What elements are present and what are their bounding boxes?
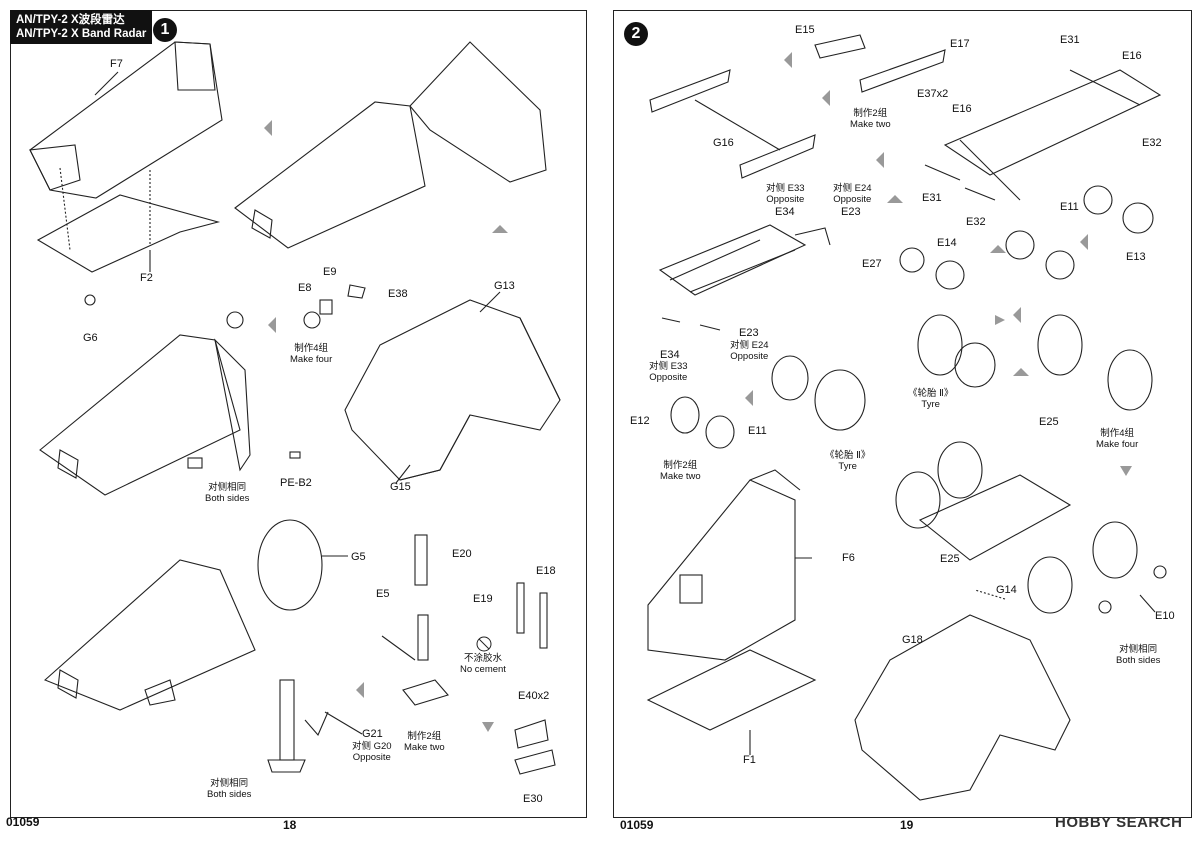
- label-g18: G18: [902, 634, 923, 646]
- label-g14: G14: [996, 584, 1017, 596]
- label-e38: E38: [388, 288, 408, 300]
- chassis-frame-drawing: [658, 224, 807, 296]
- label-f6: F6: [842, 552, 855, 564]
- step-arrows: [264, 120, 508, 732]
- note-e33-opposite: 对侧 E33 Opposite: [766, 183, 805, 205]
- part-g5-dish-drawing: [257, 519, 323, 611]
- label-e32-bottom: E32: [966, 216, 986, 228]
- label-e31-bottom: E31: [922, 192, 942, 204]
- watermark-brand: HOBBY SEARCH: [1055, 814, 1183, 831]
- label-f7: F7: [110, 58, 123, 70]
- label-e13: E13: [1126, 251, 1146, 263]
- label-e11-bottom: E11: [748, 425, 767, 437]
- label-e8: E8: [298, 282, 312, 294]
- footer-left-page-number: 18: [283, 818, 297, 832]
- label-e15: E15: [795, 24, 815, 36]
- note-both-sides-2: 对侧相同 Both sides: [207, 778, 252, 800]
- label-e14: E14: [937, 237, 957, 249]
- radar-with-dish-drawing: [43, 559, 256, 711]
- note-g20-opposite: 对侧 G20 Opposite: [352, 741, 392, 763]
- label-e30: E30: [523, 793, 543, 805]
- label-e34-bottom: E34: [660, 349, 680, 361]
- note-e33-opposite-2: 对侧 E33 Opposite: [649, 361, 688, 383]
- note-tyre-1: 《轮胎 Ⅱ》 Tyre: [908, 388, 954, 410]
- label-e9: E9: [323, 266, 337, 278]
- note-make-two: 制作2组 Make two: [404, 731, 445, 753]
- label-e27: E27: [862, 258, 882, 270]
- part-g21-jack-drawing: [279, 679, 295, 761]
- label-g16: G16: [713, 137, 734, 149]
- right-page: 2: [600, 0, 1200, 843]
- header-title-en: AN/TPY-2 X Band Radar: [16, 28, 147, 40]
- label-g13: G13: [494, 280, 515, 292]
- right-page-frame: [613, 10, 1192, 818]
- label-e10: E10: [1155, 610, 1175, 622]
- header-title-cn: AN/TPY-2 X波段雷达: [16, 14, 125, 26]
- note-both-sides-right: 对侧相同 Both sides: [1116, 644, 1161, 666]
- label-e40x2: E40x2: [518, 690, 550, 702]
- note-make-two-2: 制作2组 Make two: [660, 460, 701, 482]
- note-e24-opposite-2: 对侧 E24 Opposite: [730, 340, 769, 362]
- note-make-four: 制作4组 Make four: [290, 343, 333, 365]
- footer-right-page-number: 19: [900, 818, 914, 832]
- label-e17: E17: [950, 38, 970, 50]
- label-e16-top: E16: [1122, 50, 1142, 62]
- label-e16-mid: E16: [952, 103, 972, 115]
- footer-right-code: 01059: [620, 818, 654, 832]
- label-e5: E5: [376, 588, 390, 600]
- label-g21: G21: [362, 728, 383, 740]
- label-e37x2: E37x2: [917, 88, 949, 100]
- footer-left-code: 01059: [6, 815, 40, 829]
- step-2-badge: 2: [624, 22, 648, 46]
- part-g13-g15-frame-drawing: [344, 299, 561, 481]
- label-e12: E12: [630, 415, 650, 427]
- step2-assembly-drawings: [646, 34, 1167, 801]
- label-e11-top: E11: [1060, 201, 1079, 213]
- label-g15: G15: [390, 481, 411, 493]
- left-page: AN/TPY-2 X波段雷达 AN/TPY-2 X Band Radar 1: [0, 0, 598, 843]
- header-title: AN/TPY-2 X波段雷达 AN/TPY-2 X Band Radar: [10, 10, 153, 44]
- step-1-badge: 1: [153, 18, 177, 42]
- label-g5: G5: [351, 551, 366, 563]
- part-g14-g18-frame-drawing: [854, 614, 1071, 801]
- no-cement-icon: [476, 636, 492, 652]
- label-f2: F2: [140, 272, 153, 284]
- note-no-cement: 不涂胶水 No cement: [460, 653, 506, 675]
- label-e25-bottom: E25: [940, 553, 960, 565]
- note-e24-opposite: 对侧 E24 Opposite: [833, 183, 872, 205]
- label-g6: G6: [83, 332, 98, 344]
- label-e23-bottom: E23: [739, 327, 759, 339]
- label-f1: F1: [743, 754, 756, 766]
- note-make-four-right: 制作4组 Make four: [1096, 428, 1139, 450]
- label-e19: E19: [473, 593, 493, 605]
- chassis-with-wheels-drawing: [918, 474, 1072, 561]
- left-page-frame: [10, 10, 587, 818]
- part-f6-shelter-drawing: [647, 479, 796, 661]
- radar-housing-drawing: [234, 101, 426, 249]
- part-f2-base-drawing: [36, 194, 221, 273]
- label-e25-top: E25: [1039, 416, 1059, 428]
- label-e23-top: E23: [841, 206, 861, 218]
- part-f7-shelter-drawing: [29, 41, 223, 199]
- label-e20: E20: [452, 548, 472, 560]
- label-pe-b2: PE-B2: [280, 477, 312, 489]
- part-f1-base-drawing: [646, 649, 817, 731]
- label-e32-right: E32: [1142, 137, 1162, 149]
- label-e34-top: E34: [775, 206, 795, 218]
- label-e18: E18: [536, 565, 556, 577]
- note-tyre-2: 《轮胎 Ⅱ》 Tyre: [825, 450, 871, 472]
- step2-arrows: [745, 52, 1132, 476]
- note-both-sides: 对侧相同 Both sides: [205, 482, 250, 504]
- radar-housing-mid-drawing: [39, 334, 241, 496]
- note-make-two-top: 制作2组 Make two: [850, 108, 891, 130]
- step1-assembly-drawings: [29, 41, 561, 775]
- label-e31-top: E31: [1060, 34, 1080, 46]
- axle-frame-top-drawing: [943, 69, 1162, 176]
